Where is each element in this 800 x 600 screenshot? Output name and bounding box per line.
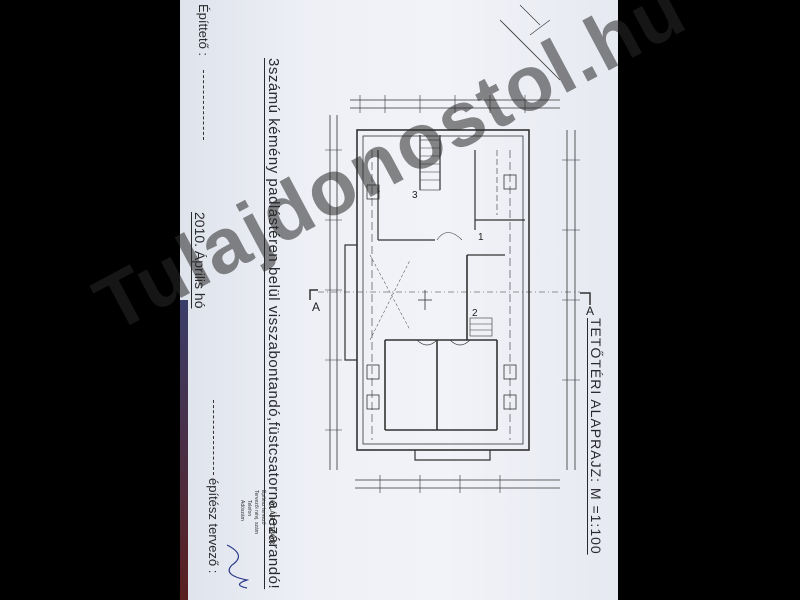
stamp-line: Tervezői névj. szám xyxy=(253,490,259,534)
outer-wall xyxy=(356,129,530,451)
builder-label: Építtető : xyxy=(196,4,211,57)
balcony-wall xyxy=(414,450,491,461)
room-number: 3 xyxy=(412,190,418,201)
drawing-title: TETŐTÉRI ALAPRAJZ: M =1:100 xyxy=(588,318,604,555)
room-number: 1 xyxy=(478,232,484,243)
chimney-note: 3számú kémény padlástéren belül visszabo… xyxy=(265,58,282,590)
stamp-line: Telefon xyxy=(246,500,252,517)
section-marker-left: A xyxy=(312,300,321,314)
roof-windows xyxy=(366,174,517,410)
signature xyxy=(226,544,250,589)
stamp-line: Építész tervező xyxy=(260,490,266,525)
drawing-date: 2010. Április hó xyxy=(192,212,208,309)
stamp-name: OLÁR TIBOR xyxy=(268,500,276,545)
section-marker-right: A xyxy=(586,304,595,318)
staircase xyxy=(419,139,493,337)
builder-signature-line xyxy=(203,70,204,140)
room-number: 2 xyxy=(472,308,478,319)
binder-edge xyxy=(180,300,188,600)
bay-wall xyxy=(344,244,357,361)
designer-label: építész tervező : xyxy=(206,478,221,574)
stamp-line: Adószám xyxy=(239,500,245,521)
designer-signature-line xyxy=(213,400,214,475)
